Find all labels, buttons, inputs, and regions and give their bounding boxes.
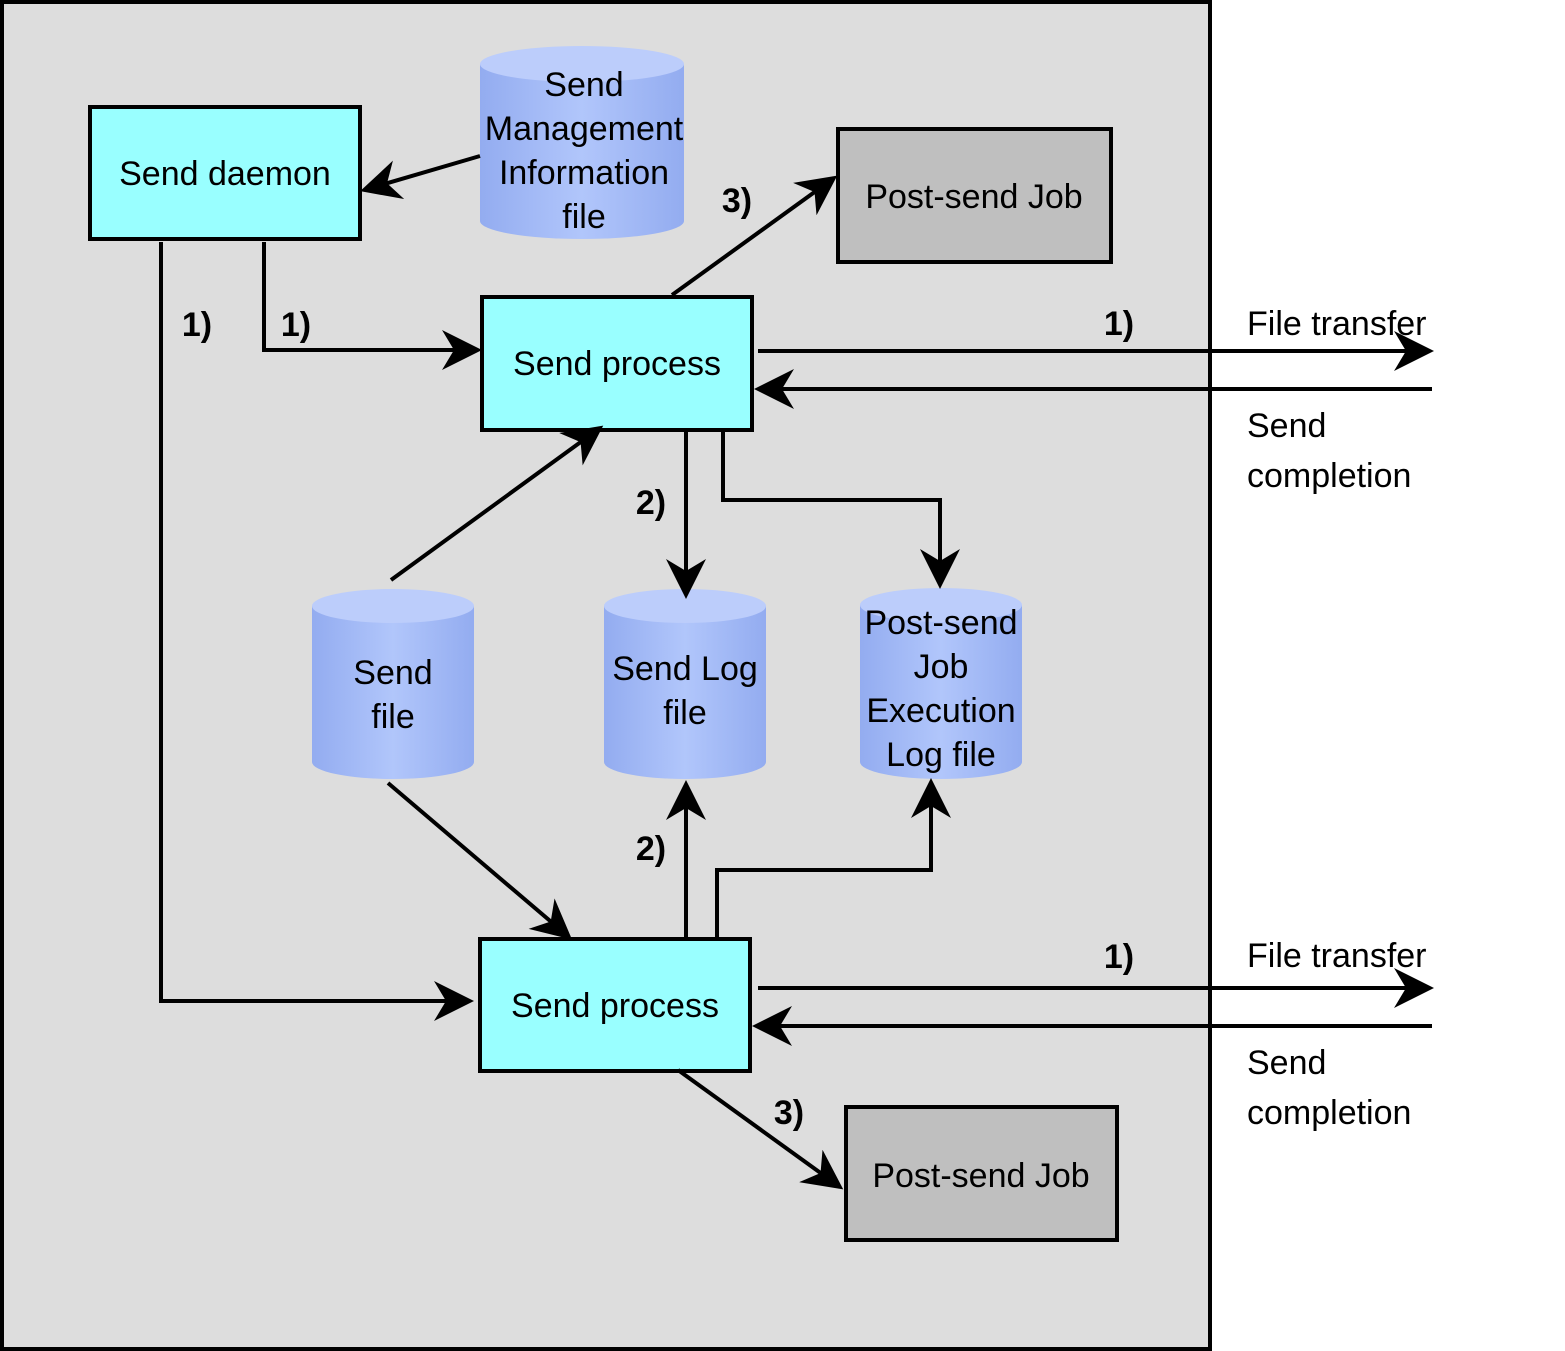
send-file-label-1: Send [353,654,432,692]
step-label-log-bottom: 2) [636,830,666,868]
arrow-bottom-process-to-exec-log [715,778,951,937]
exec-log-label-2: Job [914,648,969,686]
send-file-cylinder: Send file [312,589,474,779]
step-label-daemon-left: 1) [182,306,212,344]
exec-log-label-3: Execution [866,692,1015,730]
step-label-transfer-top: 1) [1104,305,1134,343]
send-process-bottom-label: Send process [511,987,719,1025]
send-log-label-1: Send Log [612,650,758,688]
step-label-transfer-bottom: 1) [1104,938,1134,976]
send-process-top-box: Send process [480,295,754,432]
exec-log-label-4: Log file [886,736,996,774]
step-label-log-top: 2) [636,484,666,522]
send-process-bottom-box: Send process [478,937,752,1073]
arrow-send-file-to-top-process [389,425,604,582]
arrow-bottom-process-to-job [676,1068,844,1190]
arrow-send-file-to-bottom-process [386,781,573,940]
arrow-top-process-to-job [670,175,838,297]
post-send-job-top-box: Post-send Job [836,127,1113,264]
send-daemon-label: Send daemon [119,155,331,193]
send-completion-bottom-label-1: Send [1247,1044,1326,1082]
send-daemon-box: Send daemon [88,105,362,241]
exec-log-label-1: Post-send [864,604,1017,642]
post-send-job-top-label: Post-send Job [865,178,1082,216]
step-label-job-top: 3) [722,182,752,220]
mgmt-file-label-2: Management [485,110,684,148]
send-log-label-2: file [663,694,706,732]
file-transfer-bottom-label: File transfer [1247,937,1427,975]
arrow-daemon-to-top-process [262,242,482,370]
send-completion-top-label-2: completion [1247,457,1411,495]
step-label-daemon-right: 1) [281,306,311,344]
post-send-job-bottom-box: Post-send Job [844,1105,1119,1242]
mgmt-file-label-3: Information [499,154,669,192]
mgmt-file-label-1: Send [544,66,623,104]
arrow-daemon-to-bottom-process [159,242,474,1021]
step-label-job-bottom: 3) [774,1094,804,1132]
send-file-label-2: file [371,698,414,736]
mgmt-file-label-4: file [562,198,605,236]
send-log-file-cylinder: Send Log file [604,589,766,779]
send-completion-bottom-label-2: completion [1247,1094,1411,1132]
arrow-mgmt-to-daemon [360,154,481,200]
post-send-job-bottom-label: Post-send Job [872,1157,1089,1195]
send-completion-top-label-1: Send [1247,407,1326,445]
arrow-top-process-to-exec-log [721,432,960,589]
file-transfer-top-label: File transfer [1247,305,1427,343]
send-process-top-label: Send process [513,345,721,383]
